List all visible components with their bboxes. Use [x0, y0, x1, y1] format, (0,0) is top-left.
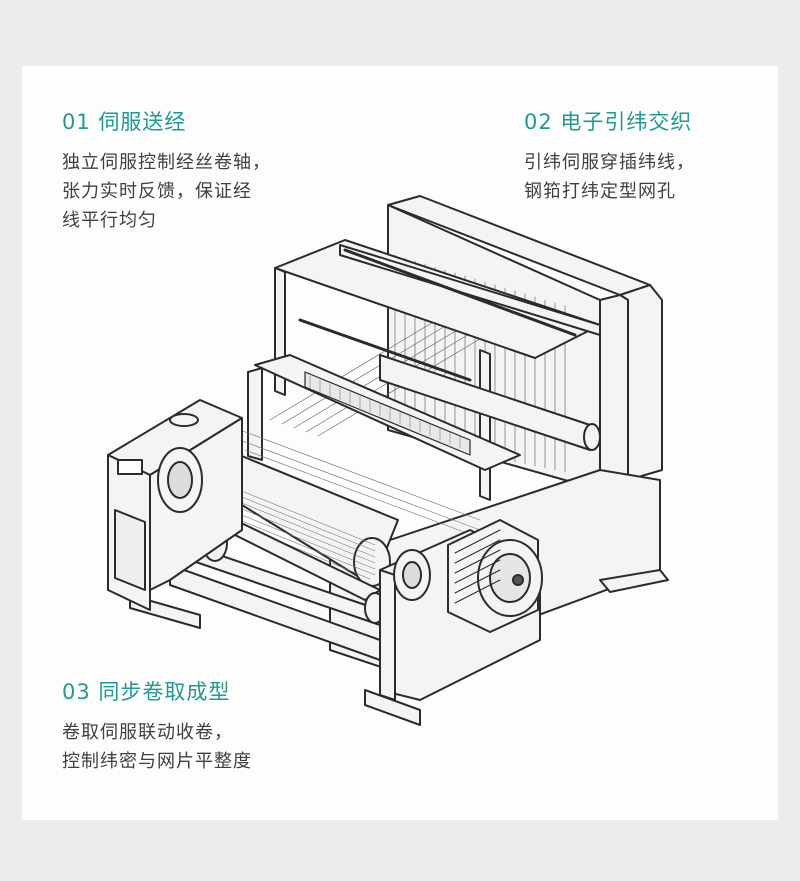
description-line: 引纬伺服穿插纬线，	[524, 152, 695, 173]
feature-title: 03 同步卷取成型	[62, 680, 231, 704]
feature-callout-weft-insertion: 02 电子引纬交织 引纬伺服穿插纬线， 钢筘打纬定型网孔	[524, 106, 695, 206]
description-line: 张力实时反馈，保证经	[62, 181, 252, 202]
description-line: 控制纬密与网片平整度	[62, 751, 252, 772]
description-line: 钢筘打纬定型网孔	[524, 181, 676, 202]
feature-description: 独立伺服控制经丝卷轴， 张力实时反馈，保证经 线平行均匀	[62, 148, 271, 235]
back-roller	[379, 354, 601, 451]
reed-lines	[309, 375, 461, 449]
reed	[304, 371, 471, 456]
feature-description: 卷取伺服联动收卷， 控制纬密与网片平整度	[62, 718, 252, 776]
guide-rods	[298, 248, 577, 382]
feature-title: 01 伺服送经	[62, 110, 187, 134]
motor	[447, 519, 543, 633]
motor-fins	[454, 529, 501, 604]
feature-callout-take-up: 03 同步卷取成型 卷取伺服联动收卷， 控制纬密与网片平整度	[62, 676, 252, 776]
feature-description: 引纬伺服穿插纬线， 钢筘打纬定型网孔	[524, 148, 695, 206]
control-box	[107, 399, 243, 611]
description-line: 线平行均匀	[62, 210, 157, 231]
description-line: 卷取伺服联动收卷，	[62, 722, 233, 743]
feature-callout-warp-feed: 01 伺服送经 独立伺服控制经丝卷轴， 张力实时反馈，保证经 线平行均匀	[62, 106, 271, 235]
description-line: 独立伺服控制经丝卷轴，	[62, 152, 271, 173]
feature-title: 02 电子引纬交织	[524, 110, 693, 134]
